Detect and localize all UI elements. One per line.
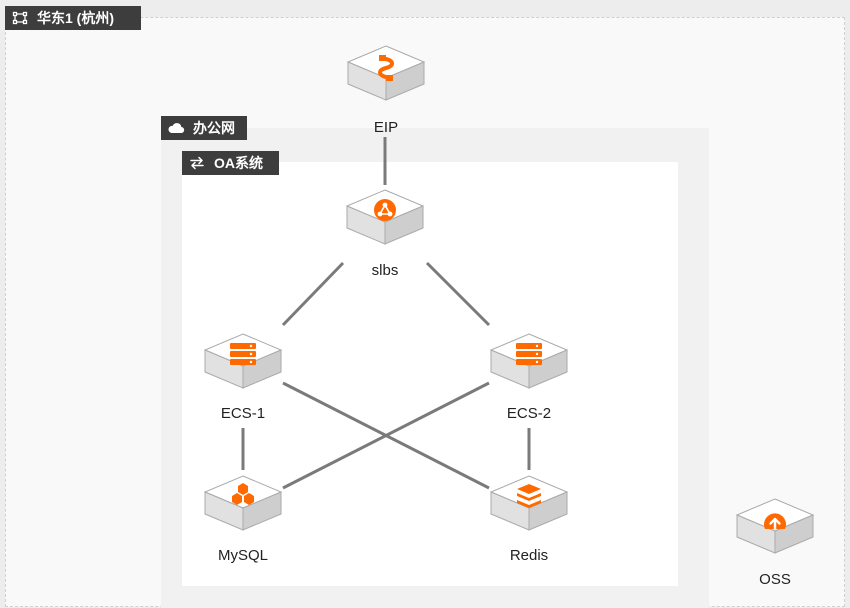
node-label-redis: Redis [509, 547, 549, 564]
edge-slbs-ecs1[interactable] [281, 261, 345, 327]
eip-plug-icon [378, 55, 394, 81]
exchange-arrows-icon [188, 156, 206, 170]
node-redis[interactable] [489, 472, 569, 534]
node-label-slbs: slbs [371, 262, 399, 279]
oss-upload-icon [764, 513, 786, 531]
redis-stack-icon [517, 484, 541, 508]
node-slbs[interactable] [345, 186, 425, 248]
region-label[interactable]: 华东1 (杭州) [5, 6, 141, 30]
node-label-ecs2: ECS-2 [506, 405, 552, 422]
node-ecs1[interactable] [203, 330, 283, 392]
server-icon [230, 343, 256, 365]
vpc-label[interactable]: 办公网 [161, 116, 247, 140]
edge-slbs-ecs2[interactable] [425, 261, 491, 327]
node-label-eip: EIP [373, 119, 399, 136]
node-eip[interactable] [346, 42, 426, 104]
server-icon [516, 343, 542, 365]
app-name: OA系统 [214, 155, 263, 171]
load-balancer-icon [374, 199, 396, 221]
node-ecs2[interactable] [489, 330, 569, 392]
node-label-mysql: MySQL [217, 547, 269, 564]
app-label[interactable]: OA系统 [182, 151, 279, 175]
mysql-hexagon-icon [232, 483, 254, 505]
node-oss[interactable] [735, 495, 815, 557]
node-label-oss: OSS [759, 571, 791, 588]
node-label-ecs1: ECS-1 [220, 405, 266, 422]
vpc-name: 办公网 [193, 120, 235, 136]
node-mysql[interactable] [203, 472, 283, 534]
region-icon [11, 11, 29, 25]
region-name: 华东1 (杭州) [37, 10, 114, 26]
edge-ecs2-mysql[interactable] [282, 381, 490, 490]
cloud-icon [167, 121, 185, 135]
